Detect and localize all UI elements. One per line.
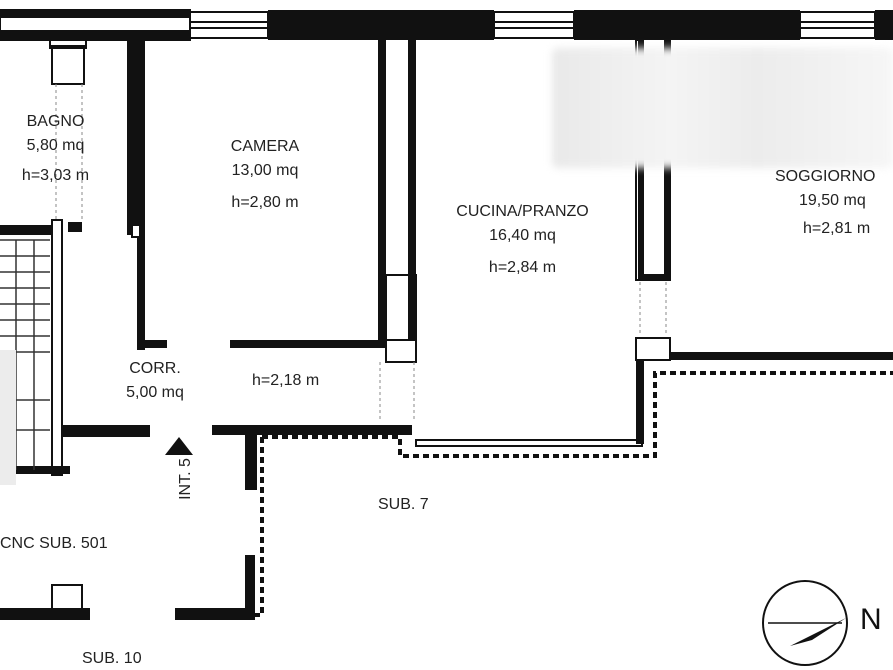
unit-boundary	[255, 371, 893, 617]
room-soggiorno-name: SOGGIORNO	[775, 168, 876, 185]
room-cucina-area: 16,40 mq	[489, 227, 556, 244]
sub10-label: SUB. 10	[82, 650, 142, 667]
entrance-arrow-icon	[165, 437, 193, 455]
room-cucina-height: h=2,84 m	[488, 259, 557, 276]
north-compass-icon	[762, 580, 848, 666]
cnc-label: CNC SUB. 501	[0, 535, 108, 552]
room-camera-height: h=2,80 m	[231, 194, 299, 211]
room-corr-height: h=2,18 m	[252, 372, 320, 389]
room-camera-name: CAMERA	[230, 138, 300, 155]
room-bagno-area: 5,80 mq	[26, 137, 85, 154]
room-cucina: CUCINA/PRANZO 16,40 mq h=2,84 m	[425, 200, 620, 280]
room-corr-name: CORR.	[129, 360, 181, 377]
room-corr: CORR. 5,00 mq	[105, 357, 205, 405]
room-soggiorno-area: 19,50 mq	[799, 192, 866, 209]
room-corr-area: 5,00 mq	[126, 384, 184, 401]
room-bagno: BAGNO 5,80 mq h=3,03 m	[8, 110, 103, 188]
blurred-area	[552, 48, 893, 168]
openings	[55, 84, 667, 420]
room-camera-area: 13,00 mq	[231, 162, 299, 179]
sub7-label: SUB. 7	[378, 496, 429, 513]
north-label: N	[860, 603, 882, 636]
room-cucina-name: CUCINA/PRANZO	[456, 203, 589, 220]
room-bagno-name: BAGNO	[26, 113, 85, 130]
room-soggiorno-height: h=2,81 m	[803, 220, 871, 237]
stair-shade	[0, 350, 16, 485]
room-camera: CAMERA 13,00 mq h=2,80 m	[200, 135, 330, 215]
entrance-label: INT. 5	[176, 458, 194, 500]
room-bagno-height: h=3,03 m	[21, 167, 90, 184]
walls	[0, 9, 893, 620]
room-soggiorno: SOGGIORNO 19,50 mq h=2,81 m	[775, 165, 875, 241]
